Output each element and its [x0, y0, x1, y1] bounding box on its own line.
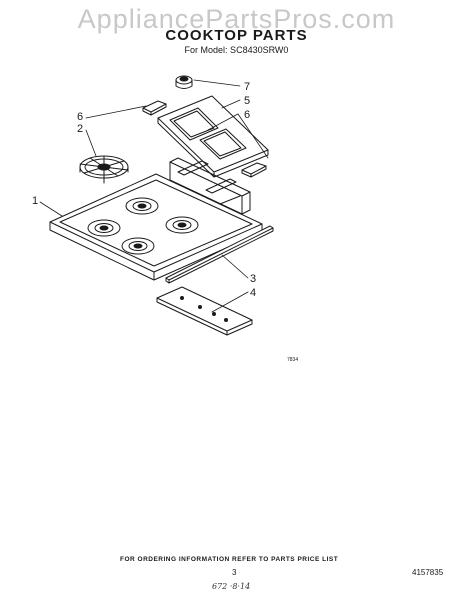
watermark: AppliancePartsPros.com: [77, 4, 396, 34]
page-title: COOKTOP PARTS: [165, 27, 308, 44]
part-4-bracket-plate: [156, 286, 253, 336]
callout-1: 1: [32, 195, 38, 207]
handwritten-note: 672 ·8·14: [212, 582, 251, 591]
diagram-code: 7834: [287, 357, 298, 363]
part-5-trim-panel: [157, 95, 269, 178]
callout-7: 7: [244, 81, 250, 93]
callout-3: 3: [250, 273, 256, 285]
model-subtitle: For Model: SC8430SRW0: [184, 45, 289, 55]
callout-5: 5: [244, 95, 250, 107]
callout-4: 4: [250, 287, 256, 299]
page-number: 3: [232, 568, 237, 577]
ordering-note: FOR ORDERING INFORMATION REFER TO PARTS …: [120, 556, 339, 563]
part-6-right-clip: [241, 162, 267, 178]
leader-lines: [39, 79, 269, 313]
callout-2: 2: [77, 123, 83, 135]
document-number: 4157835: [412, 568, 444, 577]
part-7-cap: [175, 75, 193, 89]
part-1-cooktop: [49, 157, 263, 281]
part-3-trim-strip: [165, 225, 274, 284]
callout-6-right: 6: [244, 109, 250, 121]
part-6-left-clip: [142, 100, 167, 116]
callout-6-left: 6: [77, 111, 83, 123]
part-2-burner-grate: [79, 155, 129, 184]
